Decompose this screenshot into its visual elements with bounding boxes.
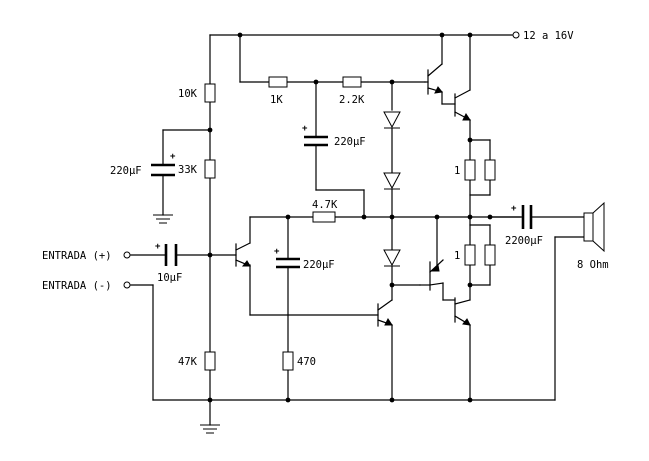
capacitors [151, 135, 533, 269]
label-1-upper: 1 [454, 165, 460, 177]
resistor-47k [204, 351, 216, 371]
resistor-10k [204, 83, 216, 103]
pnp-transistor-icon [419, 261, 440, 291]
capacitor-divider [151, 163, 175, 177]
polarity-mark: + [302, 124, 308, 134]
resistor-470 [282, 351, 294, 371]
label-10k: 10K [178, 88, 198, 100]
polarity-mark: + [274, 247, 280, 257]
label-2k2: 2.2K [339, 94, 365, 106]
polarity-mark: + [511, 204, 517, 214]
terminal-icon[interactable] [123, 251, 131, 259]
label-33k: 33K [178, 164, 198, 176]
npn-transistor-icon [454, 89, 471, 121]
resistor-1-lower-a [464, 244, 476, 266]
polarity-mark: + [170, 152, 176, 162]
input-positive-label: ENTRADA (+) [42, 250, 112, 262]
transistors [235, 63, 471, 327]
npn-transistor-icon [454, 297, 471, 326]
polarity-mark: + [155, 242, 161, 252]
ground-icon [153, 214, 173, 224]
label-c-divider: 220µF [110, 165, 142, 177]
diodes [383, 111, 401, 267]
speaker-label: 8 Ohm [577, 259, 609, 271]
capacitor-output [521, 205, 533, 229]
resistor-2k2 [342, 76, 362, 88]
diode-icon [383, 249, 401, 267]
npn-transistor-icon [424, 63, 443, 95]
resistors [204, 76, 496, 371]
diode-icon [383, 111, 401, 129]
diode-icon [383, 172, 401, 190]
label-c-input: 10µF [157, 272, 182, 284]
capacitor-input [164, 244, 178, 266]
labels: 12 a 16V ENTRADA (+) ENTRADA (-) 8 Ohm 1… [42, 30, 609, 368]
label-470: 470 [297, 356, 316, 368]
resistor-1-upper-b [484, 159, 496, 181]
terminal-icon[interactable] [512, 31, 520, 39]
label-c-feedback: 220µF [303, 259, 335, 271]
resistor-4k7 [312, 211, 336, 223]
npn-transistor-icon [377, 299, 393, 327]
label-1k: 1K [270, 94, 283, 106]
label-c-bootstrap: 220µF [334, 136, 366, 148]
label-1-lower: 1 [454, 250, 460, 262]
input-negative-label: ENTRADA (-) [42, 280, 112, 292]
ground-icon [200, 424, 220, 434]
terminal-icon[interactable] [123, 281, 131, 289]
speaker-icon [583, 201, 605, 253]
label-c-output: 2200µF [505, 235, 543, 247]
resistor-1-lower-b [484, 244, 496, 266]
capacitor-bootstrap [304, 135, 328, 147]
label-47k: 47K [178, 356, 198, 368]
junction-dots [207, 32, 493, 403]
resistor-1k [268, 76, 288, 88]
resistor-33k [204, 159, 216, 179]
supply-label: 12 a 16V [523, 30, 574, 42]
label-4k7: 4.7K [312, 199, 338, 211]
resistor-1-upper-a [464, 159, 476, 181]
capacitor-feedback [276, 257, 300, 269]
npn-transistor-icon [235, 242, 251, 267]
